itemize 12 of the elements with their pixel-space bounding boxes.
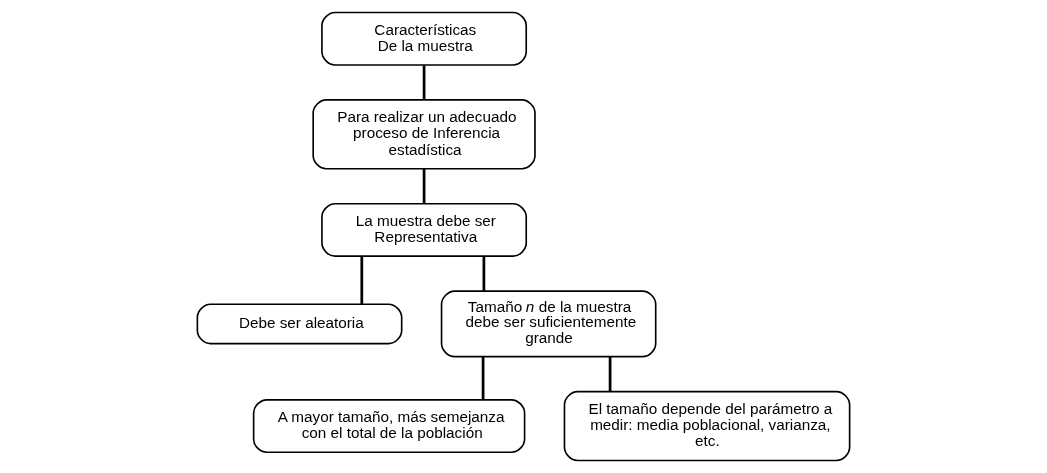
connector bbox=[422, 65, 426, 100]
node-box: La muestra debe ser Representativa bbox=[321, 202, 528, 257]
node-box: Debe ser aleatoria bbox=[196, 303, 403, 345]
connector bbox=[608, 356, 612, 392]
connector bbox=[422, 168, 426, 204]
connector bbox=[482, 256, 486, 291]
node-box: Para realizar un adecuado proceso de Inferencia estadística bbox=[312, 99, 536, 170]
node-box: El tamaño depende del parámetro a medir: media poblacional, varianza, etc. bbox=[563, 390, 851, 462]
node-box: Características De la muestra bbox=[321, 11, 528, 66]
node-box: A mayor tamaño, más semejanza con el total de la población bbox=[252, 399, 526, 454]
connector bbox=[481, 356, 485, 400]
connector bbox=[360, 256, 364, 305]
